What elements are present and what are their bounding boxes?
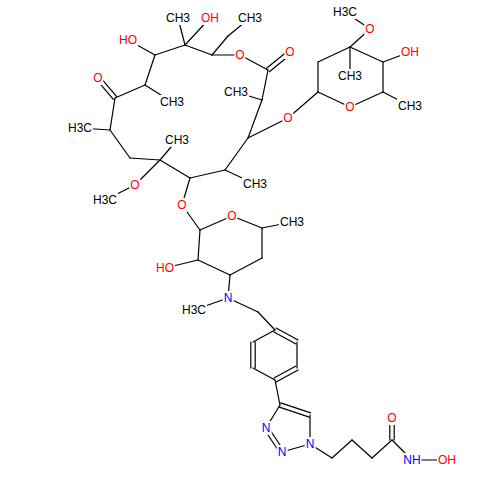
bond-line [317, 62, 318, 92]
atom-label: H3C [92, 193, 118, 207]
atom-label: CH3 [337, 69, 363, 83]
atom-label: CH3 [159, 95, 185, 109]
bond-line [160, 160, 190, 178]
bond-line [155, 45, 185, 55]
atom-label: CH3 [242, 177, 268, 191]
atom-label: NH [402, 453, 421, 467]
bond-line [225, 138, 248, 170]
atom-label: CH3 [223, 85, 249, 99]
atom-label: H3C [181, 303, 207, 317]
bond-line [281, 403, 311, 413]
bond-line [145, 55, 155, 85]
atom-label: OH [200, 11, 220, 25]
atom-label: O [129, 178, 140, 192]
atom-label: H3C [67, 121, 93, 135]
atom-label: O [364, 22, 375, 36]
atom-label: CH3 [397, 99, 423, 113]
bond-line [110, 98, 115, 130]
bond-line [279, 407, 309, 417]
atom-label: CH3 [165, 11, 191, 25]
atom-label: N [261, 421, 272, 435]
atom-label: CH3 [237, 11, 263, 25]
atom-label: O [226, 209, 237, 223]
atom-label: CH3 [279, 215, 305, 229]
atom-label: O [234, 48, 245, 62]
atom-label: H3C [332, 5, 358, 19]
atom-label: O [284, 45, 295, 59]
bond-line [258, 312, 275, 330]
bond-line [198, 230, 200, 260]
atom-label: CH3 [164, 133, 190, 147]
bond-line [350, 47, 383, 62]
bond-line [318, 47, 350, 62]
bond-line [261, 228, 262, 258]
bond-line [372, 440, 392, 458]
atom-label: HO [155, 261, 175, 275]
atom-label: O [282, 111, 293, 125]
bond-line [130, 158, 160, 160]
bond-line [253, 330, 275, 342]
bond-line [274, 332, 296, 344]
atom-label: O [176, 198, 187, 212]
atom-label: O [386, 411, 397, 425]
bond-line [382, 62, 383, 92]
bond-line [115, 85, 145, 98]
bond-line [190, 170, 225, 178]
bond-line [255, 342, 256, 368]
bond-line [230, 258, 262, 275]
atom-label: HO [118, 33, 138, 47]
atom-label: OH [400, 45, 420, 59]
bond-line [276, 328, 298, 340]
atom-label: OH [437, 453, 457, 467]
bond-line [212, 36, 228, 55]
bond-line [332, 440, 352, 458]
atom-label: N [223, 291, 234, 305]
bond-line [262, 70, 268, 100]
atom-label: O [344, 100, 355, 114]
bond-line [296, 342, 297, 368]
bond-line [198, 260, 230, 275]
bond-line [352, 440, 372, 458]
bond-line [253, 368, 275, 380]
bond-line [110, 130, 130, 158]
atom-label: N [305, 437, 316, 451]
bond-line [276, 370, 298, 382]
bond-line [185, 45, 212, 55]
bond-line [274, 366, 296, 378]
atom-label: N [277, 445, 288, 459]
bond-line [275, 380, 280, 405]
bond-line [250, 342, 251, 368]
atom-label: O [92, 71, 103, 85]
